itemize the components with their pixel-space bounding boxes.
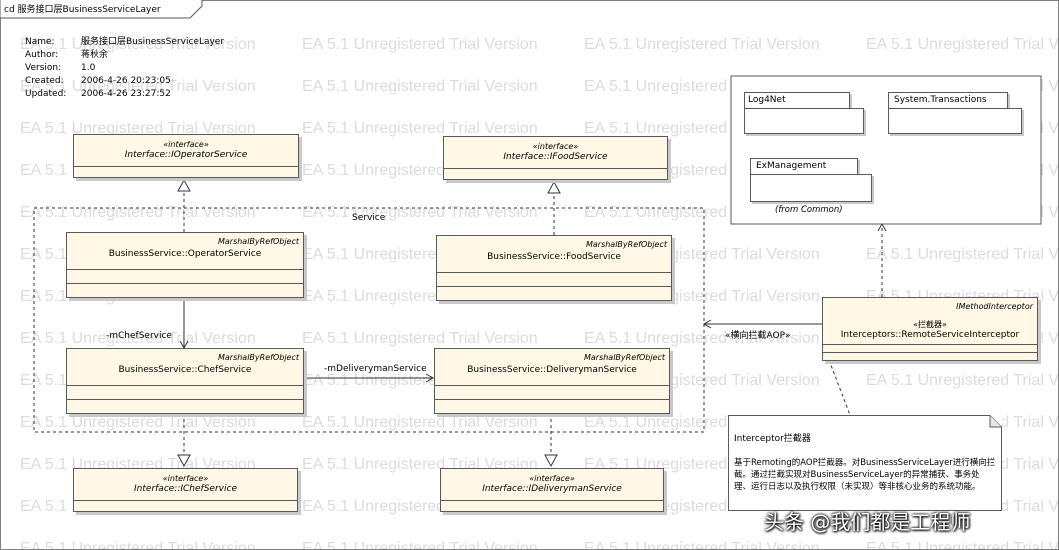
class-base: MarshalByRefObject bbox=[583, 353, 665, 362]
info-row-updated: Updated: 2006-4-26 23:27:52 bbox=[25, 88, 224, 101]
compartment-divider bbox=[437, 272, 671, 273]
class-base: MarshalByRefObject bbox=[217, 237, 299, 246]
association-label-deliveryman: -mDeliverymanService bbox=[324, 364, 427, 374]
info-value: 2006-4-26 23:27:52 bbox=[81, 89, 171, 99]
class-base: MarshalByRefObject bbox=[217, 353, 299, 362]
package-log4net bbox=[744, 108, 864, 134]
diagram-title: cd 服务接口层BusinessServiceLayer bbox=[4, 5, 161, 15]
interface-ideliverymanservice[interactable]: «interface» Interface::IDeliverymanServi… bbox=[440, 468, 664, 512]
service-boundary bbox=[33, 207, 705, 433]
info-row-author: Author: 蒋秋余 bbox=[25, 49, 224, 62]
note-link bbox=[828, 359, 851, 416]
interface-ioperatorservice[interactable]: «interface» Interface::IOperatorService bbox=[73, 134, 299, 178]
association-label-aop: «横向拦截AOP» bbox=[725, 331, 791, 341]
diagram-info: Name: 服务接口层BusinessServiceLayer Author: 蒋秋… bbox=[25, 36, 224, 101]
class-chefservice[interactable]: MarshalByRefObject BusinessService::Chef… bbox=[66, 348, 304, 414]
class-name: BusinessService::ChefService bbox=[118, 365, 252, 375]
class-name: Interceptors::RemoteServiceInterceptor bbox=[840, 330, 1020, 340]
info-row-version: Version: 1.0 bbox=[25, 62, 224, 75]
interface-ifoodservice[interactable]: «interface» Interface::IFoodService bbox=[443, 136, 668, 180]
service-boundary-label: Service bbox=[352, 213, 386, 223]
compartment-divider bbox=[74, 500, 297, 501]
note-body: 基于Remoting的AOP拦截器。对BusinessServiceLayer进… bbox=[734, 458, 996, 492]
realization-arrow-chef bbox=[177, 454, 191, 468]
class-foodservice[interactable]: MarshalByRefObject BusinessService::Food… bbox=[436, 235, 672, 301]
package-transactions bbox=[888, 108, 1022, 134]
compartment-divider bbox=[437, 286, 671, 287]
package-exmanagement bbox=[750, 174, 872, 202]
realization-arrow-deliveryman bbox=[544, 454, 558, 468]
from-common-label: (from Common) bbox=[775, 205, 843, 215]
interface-name: Interface::IDeliverymanService bbox=[482, 484, 622, 494]
package-label-transactions: System.Transactions bbox=[894, 95, 987, 105]
info-value: 2006-4-26 20:23:05 bbox=[81, 76, 171, 86]
note-title: Interceptor拦截器 bbox=[734, 434, 811, 444]
compartment-divider bbox=[67, 283, 303, 284]
realization-arrow-food bbox=[547, 180, 561, 194]
brand-watermark: 头条 @我们都是工程师 bbox=[764, 510, 971, 534]
class-stereotype: «拦截器» bbox=[913, 320, 947, 329]
compartment-divider bbox=[435, 385, 669, 386]
interface-stereotype: «interface» bbox=[529, 474, 575, 483]
class-name: BusinessService::DeliverymanService bbox=[467, 365, 637, 375]
compartment-divider bbox=[444, 168, 667, 169]
compartment-divider bbox=[823, 344, 1037, 345]
association-arrow-deliveryman bbox=[425, 373, 435, 383]
interface-stereotype: «interface» bbox=[162, 474, 209, 483]
compartment-divider bbox=[67, 399, 303, 400]
info-key: Version: bbox=[25, 63, 62, 73]
association-arrow-aop bbox=[702, 319, 712, 329]
class-name: BusinessService::FoodService bbox=[487, 252, 621, 262]
realization-arrow-operator bbox=[177, 178, 191, 192]
compartment-divider bbox=[74, 166, 298, 167]
compartment-divider bbox=[823, 352, 1037, 353]
info-row-created: Created: 2006-4-26 20:23:05 bbox=[25, 75, 224, 88]
interface-ichefservice[interactable]: «interface» Interface::IChefService bbox=[73, 468, 298, 512]
compartment-divider bbox=[435, 399, 669, 400]
class-operatorservice[interactable]: MarshalByRefObject BusinessService::Oper… bbox=[66, 232, 304, 298]
interface-name: Interface::IChefService bbox=[134, 484, 237, 494]
class-base: IMethodInterceptor bbox=[956, 302, 1033, 311]
compartment-divider bbox=[441, 500, 663, 501]
class-name: BusinessService::OperatorService bbox=[108, 249, 262, 259]
info-value: 蒋秋余 bbox=[81, 50, 109, 60]
info-value: 服务接口层BusinessServiceLayer bbox=[81, 37, 225, 47]
compartment-divider bbox=[67, 385, 303, 386]
package-label-exmanagement: ExManagement bbox=[756, 161, 827, 171]
class-base: MarshalByRefObject bbox=[585, 240, 667, 249]
interface-stereotype: «interface» bbox=[532, 142, 579, 151]
info-key: Created: bbox=[25, 76, 64, 86]
interface-name: Interface::IFoodService bbox=[503, 152, 608, 162]
compartment-divider bbox=[67, 269, 303, 270]
info-value: 1.0 bbox=[81, 63, 96, 73]
info-key: Updated: bbox=[25, 89, 67, 99]
association-label-chef: -mChefService bbox=[106, 331, 172, 341]
package-label-log4net: Log4Net bbox=[748, 95, 786, 105]
info-key: Name: bbox=[25, 37, 55, 47]
info-key: Author: bbox=[25, 50, 59, 60]
interface-stereotype: «interface» bbox=[163, 140, 209, 149]
class-deliverymanservice[interactable]: MarshalByRefObject BusinessService::Deli… bbox=[434, 348, 670, 414]
class-remoteserviceinterceptor[interactable]: IMethodInterceptor «拦截器» Interceptors::R… bbox=[822, 297, 1038, 361]
interface-name: Interface::IOperatorService bbox=[124, 150, 248, 160]
info-row-name: Name: 服务接口层BusinessServiceLayer bbox=[25, 36, 224, 49]
interceptor-note[interactable]: Interceptor拦截器 基于Remoting的AOP拦截器。对Busine… bbox=[728, 415, 1002, 511]
